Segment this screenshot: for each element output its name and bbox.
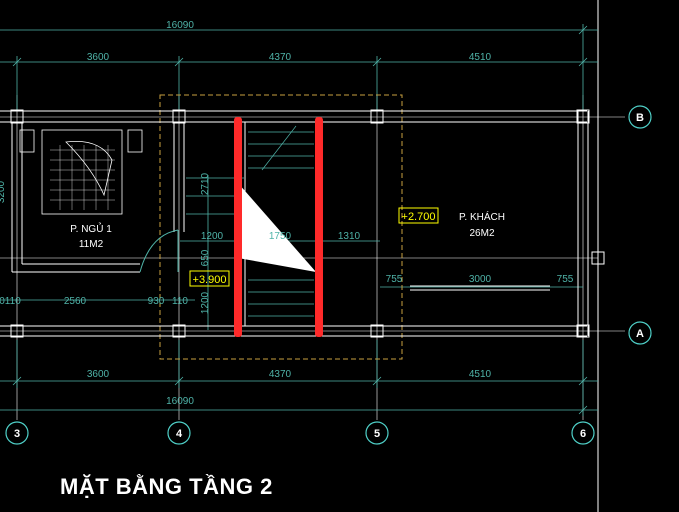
door-swing bbox=[139, 229, 179, 273]
dim-vertical: 3200 bbox=[0, 180, 7, 203]
dim-left-wall: 0110 bbox=[0, 296, 21, 307]
dim-stair: 1200 bbox=[201, 231, 224, 242]
svg-text:A: A bbox=[636, 328, 644, 340]
svg-text:6: 6 bbox=[580, 428, 586, 440]
dim-right-wall: 755 bbox=[386, 274, 403, 285]
grid-bubble-3: 3 bbox=[5, 421, 29, 445]
bed-furniture bbox=[19, 129, 143, 215]
grid-bubble-A: A bbox=[628, 321, 652, 345]
level-marker: +2.700 bbox=[402, 211, 436, 223]
room-area-bedroom: 11M2 bbox=[79, 239, 104, 250]
dim-right-wall: 3000 bbox=[469, 274, 492, 285]
highlight-bar-left bbox=[234, 117, 242, 337]
svg-text:B: B bbox=[636, 112, 644, 124]
dim-vertical: 650 bbox=[200, 249, 211, 266]
dim-left-wall: 2560 bbox=[64, 296, 87, 307]
grid-bubble-5: 5 bbox=[365, 421, 389, 445]
svg-text:3: 3 bbox=[14, 428, 20, 440]
highlight-bar-right bbox=[315, 117, 323, 337]
dim-top-span: 3600 bbox=[87, 52, 110, 63]
walls bbox=[0, 110, 589, 337]
dim-left-wall: 110 bbox=[172, 296, 188, 307]
dimension-lines-top bbox=[0, 24, 598, 110]
level-box bbox=[398, 207, 439, 224]
stair-outline bbox=[159, 94, 403, 360]
level-marker: +3.900 bbox=[193, 274, 227, 286]
svg-text:4: 4 bbox=[176, 428, 183, 440]
dim-stair: 1310 bbox=[338, 231, 361, 242]
columns bbox=[10, 109, 590, 338]
stair-landing bbox=[238, 183, 316, 272]
dim-bottom-total: 16090 bbox=[166, 396, 194, 407]
dim-vertical: 1200 bbox=[200, 291, 211, 314]
dim-bottom-span: 4510 bbox=[469, 369, 492, 380]
room-area-living: 26M2 bbox=[469, 228, 494, 239]
dim-top-span: 4370 bbox=[269, 52, 292, 63]
dim-stair: 1750 bbox=[269, 231, 292, 242]
svg-text:5: 5 bbox=[374, 428, 380, 440]
dim-top-total: 16090 bbox=[166, 20, 194, 31]
dim-vertical: 2710 bbox=[200, 172, 211, 195]
room-name-living: P. KHÁCH bbox=[459, 210, 505, 223]
dim-top-span: 4510 bbox=[469, 52, 492, 63]
dimension-lines-bottom bbox=[0, 340, 598, 416]
grid-bubble-B: B bbox=[628, 105, 652, 129]
crosshair-marker bbox=[591, 248, 605, 268]
drawing-title: MẶT BẰNG TẦNG 2 bbox=[60, 474, 273, 499]
dim-bottom-span: 3600 bbox=[87, 369, 110, 380]
room-name-bedroom: P. NGỦ 1 bbox=[70, 222, 112, 235]
dim-bottom-span: 4370 bbox=[269, 369, 292, 380]
grid-bubble-6: 6 bbox=[571, 421, 595, 445]
dim-right-wall: 755 bbox=[557, 274, 574, 285]
dim-left-wall: 930 bbox=[148, 296, 165, 307]
level-box bbox=[189, 270, 230, 287]
grid-bubble-4: 4 bbox=[167, 421, 191, 445]
